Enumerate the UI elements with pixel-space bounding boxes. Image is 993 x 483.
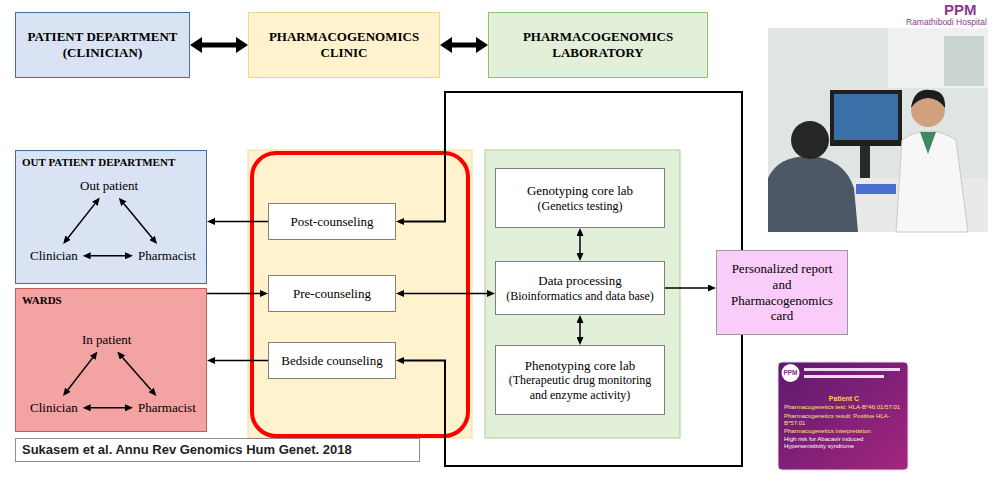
node-text: Genotyping core lab	[527, 183, 633, 199]
photo-patient-head	[791, 121, 829, 159]
double-arrow	[202, 43, 236, 48]
process-box: Bedside counseling	[268, 342, 396, 379]
card-line: Pharmacogenetics interpretation:	[784, 428, 904, 435]
lab-box: Data processing(Bioinformatics and data …	[495, 261, 665, 315]
clinic-box: PHARMACOGENOMICS CLINIC	[248, 12, 440, 78]
card-patient: Patient C	[784, 395, 904, 403]
role-label: Clinician	[28, 247, 80, 265]
role-label: In patient	[80, 331, 133, 349]
citation-caption: Sukasem et al. Annu Rev Genomics Hum Gen…	[15, 438, 420, 462]
node-subtext: (Bioinformatics and data base)	[506, 289, 654, 303]
role-label: Out patient	[78, 177, 140, 195]
clinic-band	[248, 150, 472, 438]
photo-wall	[768, 28, 988, 232]
node-text: Clinician	[30, 248, 78, 264]
node-text: PATIENT DEPARTMENT (CLINICIAN)	[22, 29, 183, 60]
photo-window	[888, 28, 988, 88]
pharmacogenomics-card	[778, 362, 908, 470]
department-panel: OUT PATIENT DEPARTMENT Out patientClinici…	[15, 150, 207, 284]
node-text: Pharmacist	[138, 400, 196, 416]
node-text: Data processing	[538, 273, 621, 289]
node-text: Bedside counseling	[281, 353, 382, 369]
card-title-line	[804, 375, 884, 378]
lab-box: Phenotyping core lab(Therapeutic drug mo…	[495, 345, 665, 415]
process-box: Pre-counseling	[268, 275, 396, 312]
node-text: Pharmacist	[138, 248, 196, 264]
node-text: Personalized report and Pharmacogenomics…	[723, 261, 841, 323]
photo-doctor-hair	[911, 90, 945, 108]
photo-poster	[944, 36, 984, 86]
department-box: PATIENT DEPARTMENT (CLINICIAN)	[15, 12, 190, 78]
card-line: Pharmacogenetics test: HLA-B*46:01/57:01	[784, 404, 904, 411]
flow-arrow	[579, 236, 581, 253]
node-text: Clinician	[30, 400, 78, 416]
logo-subtitle: Ramathibodi Hospital	[906, 18, 987, 28]
laboratory-band	[485, 150, 680, 438]
double-arrow	[452, 43, 476, 48]
flow-arrow	[207, 293, 260, 295]
card-logo-text: PPM	[782, 369, 800, 376]
node-text: Pre-counseling	[293, 286, 371, 302]
node-text: PHARMACOGENOMICS CLINIC	[255, 29, 433, 60]
flow-arrow	[215, 221, 268, 223]
ward-panel: WARDS In patientClinician Pharmacist	[15, 288, 207, 432]
flow-arrow	[579, 323, 581, 337]
report-box: Personalized report and Pharmacogenomics…	[716, 250, 848, 335]
role-label: Pharmacist	[136, 247, 198, 265]
node-subtext: (Therapeutic drug monitoring and enzyme …	[502, 373, 658, 402]
card-title-line	[804, 368, 900, 371]
card-line: High risk for Abacavir induced Hypersens…	[784, 436, 904, 450]
node-text: PHARMACOGENOMICS LABORATORY	[495, 29, 701, 60]
node-text: Phenotyping core lab	[525, 358, 635, 374]
flow-arrow	[665, 287, 708, 289]
laboratory-box: PHARMACOGENOMICS LABORATORY	[488, 12, 708, 78]
photo-monitor-stand	[860, 146, 870, 178]
highlight-outline	[252, 153, 468, 436]
card-face	[778, 362, 908, 470]
flow-arrow	[404, 293, 487, 295]
photo-screen	[834, 94, 898, 140]
node-text: Post-counseling	[290, 214, 373, 230]
node-subtext: (Genetics testing)	[538, 199, 623, 213]
card-text-column: Patient CPharmacogenetics test: HLA-B*46…	[784, 395, 904, 452]
lab-box: Genotyping core lab(Genetics testing)	[495, 168, 665, 228]
flow-arrow	[404, 335, 742, 466]
photo-doctor-shirt	[920, 132, 936, 154]
card-logo	[782, 364, 800, 382]
photo-doctor-coat	[896, 131, 968, 232]
clinic-photo	[768, 28, 988, 232]
node-text: In patient	[82, 332, 131, 348]
photo-patient-body	[768, 156, 858, 232]
photo-monitor	[830, 90, 902, 146]
logo-text: PPM	[944, 1, 977, 18]
node-text: Out patient	[80, 178, 138, 194]
process-box: Post-counseling	[268, 203, 396, 240]
flow-arrow	[404, 92, 742, 250]
node-text: WARDS	[22, 294, 200, 307]
flow-arrow	[215, 360, 268, 362]
node-text: OUT PATIENT DEPARTMENT	[22, 156, 200, 169]
photo-tablet	[856, 184, 896, 194]
role-label: Clinician	[28, 399, 80, 417]
role-label: Pharmacist	[136, 399, 198, 417]
card-line: Pharmacogenetics result: Positive HLA-B*…	[784, 413, 904, 427]
